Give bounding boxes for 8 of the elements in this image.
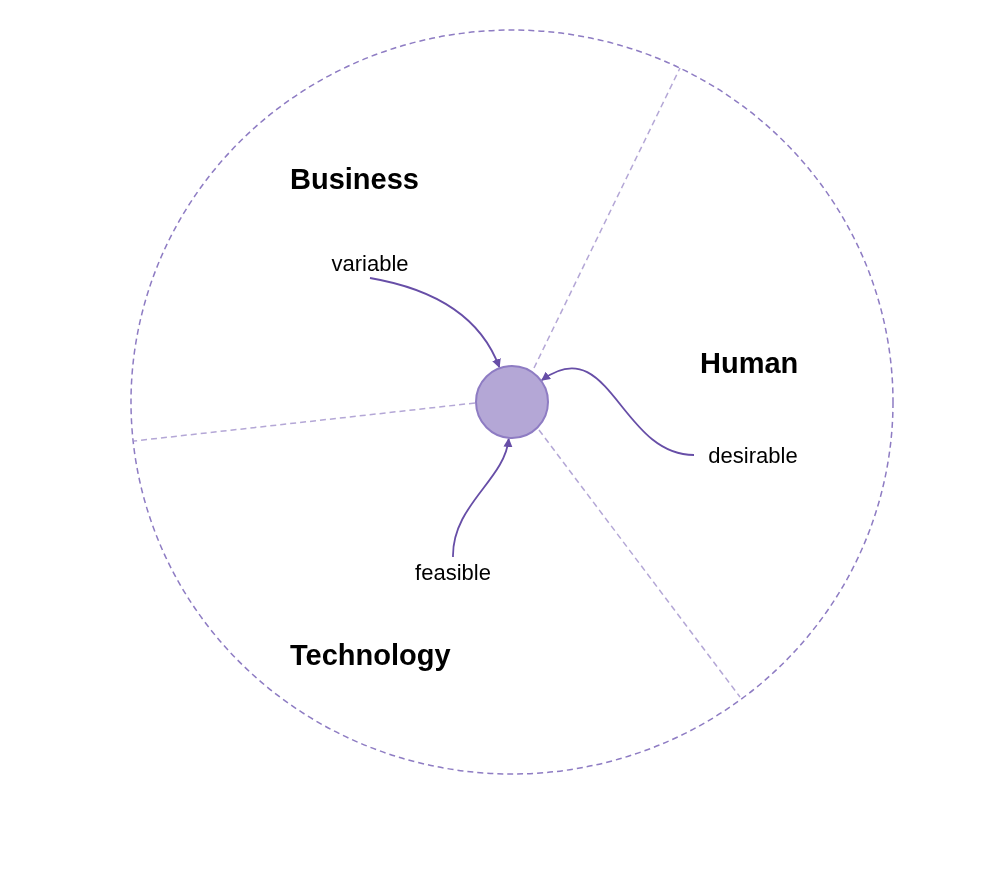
annotation-text: variable xyxy=(318,248,422,278)
section-label: Technology xyxy=(290,638,451,673)
section-label: Human xyxy=(700,346,799,381)
annotation-text: feasible xyxy=(402,557,504,587)
curved-arrow xyxy=(452,437,512,558)
section-label: Business xyxy=(290,162,419,197)
annotation-text: desirable xyxy=(694,440,812,470)
curved-arrow xyxy=(540,367,695,456)
